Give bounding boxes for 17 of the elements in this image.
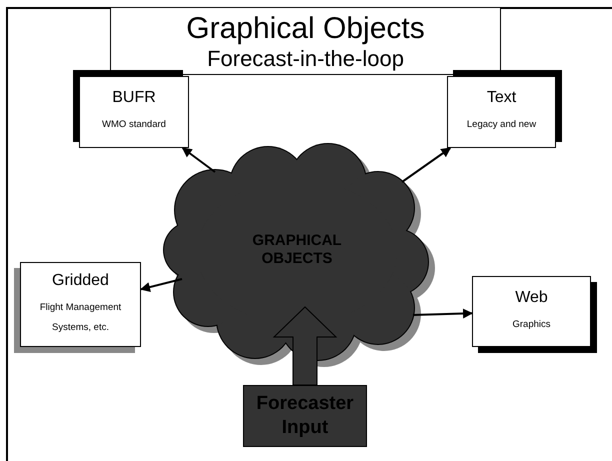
title-box <box>110 7 501 75</box>
box-heading: Gridded <box>52 272 109 290</box>
block-arrow <box>272 306 338 386</box>
box-subtext: Legacy and new <box>466 118 538 132</box>
box-heading: BUFR <box>112 89 156 107</box>
arrow <box>412 308 473 319</box>
arrow <box>182 147 216 173</box>
box-heading: Web <box>515 288 548 306</box>
arrow <box>401 147 452 183</box>
box-subtext: Flight Management Systems, etc. <box>38 300 122 334</box>
arrow <box>140 278 182 292</box>
box-subtext: WMO standard <box>101 118 167 132</box>
input-box <box>243 385 367 447</box>
box-subtext: Graphics <box>511 318 552 332</box>
subtitle-text: Forecast-in-the-loop <box>207 46 404 72</box>
box-heading: Text <box>486 89 516 107</box>
title-text: Graphical Objects <box>186 12 425 46</box>
